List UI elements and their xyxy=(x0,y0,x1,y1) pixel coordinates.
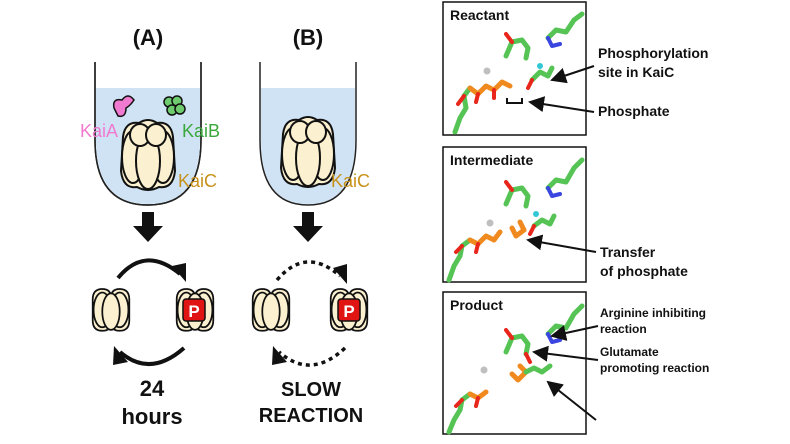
reactant-note-1-line2: site in KaiC xyxy=(598,64,674,80)
down-arrow-icon-a xyxy=(133,212,163,242)
reactant-ion-icon xyxy=(483,67,491,75)
down-arrow-icon-b xyxy=(293,212,323,242)
kaia-protein-icon xyxy=(112,95,135,118)
svg-text:P: P xyxy=(188,302,199,321)
product-title: Product xyxy=(450,297,503,313)
panel-b: (B) KaiC P SLOW REACTION xyxy=(251,25,370,427)
panel-a: (A) KaiA KaiB KaiC P 24 xyxy=(80,25,220,429)
result-label-line2: REACTION xyxy=(259,405,363,427)
product-arrow-3 xyxy=(546,380,597,421)
product-note-2-line1: Glutamate xyxy=(600,345,659,359)
product-arrow-2 xyxy=(532,345,599,362)
reactant-hydrogen-icon xyxy=(537,63,543,69)
intermediate-panel: Intermediate xyxy=(442,146,587,283)
product-arrow-1 xyxy=(550,325,599,341)
reactant-panel: Reactant xyxy=(442,1,587,136)
reactant-arrow-2 xyxy=(528,96,595,113)
reactant-molecule xyxy=(452,11,585,135)
phospho-badge-b: P xyxy=(337,298,361,322)
cycle-arrow-top-b xyxy=(275,260,342,282)
svg-text:P: P xyxy=(343,302,354,321)
kaic-protein-icon-b xyxy=(280,116,336,188)
period-label-line1: 24 xyxy=(140,376,165,401)
kaib-label: KaiB xyxy=(182,121,220,141)
product-note-1-line2: reaction xyxy=(600,322,647,336)
intermediate-molecule xyxy=(446,157,585,283)
intermediate-note-line2: of phosphate xyxy=(600,263,688,279)
kaic-unphosphorylated-icon-b xyxy=(251,288,291,332)
kaia-label: KaiA xyxy=(80,121,118,141)
cycle-arrow-top-a xyxy=(116,258,182,280)
product-panel: Product xyxy=(442,291,587,435)
reactant-title: Reactant xyxy=(450,7,509,23)
kaic-unphosphorylated-icon-a xyxy=(91,288,131,332)
result-label-line1: SLOW xyxy=(281,379,341,401)
cycle-arrow-bottom-b xyxy=(277,346,347,367)
kaic-label-b: KaiC xyxy=(331,171,370,191)
reactant-arrow-1 xyxy=(550,65,595,84)
kaib-protein-icon xyxy=(163,95,186,116)
intermediate-arrow xyxy=(526,234,597,253)
cycle-arrow-bottom-a xyxy=(118,346,186,367)
reactant-note-2: Phosphate xyxy=(598,103,670,119)
intermediate-title: Intermediate xyxy=(450,152,533,168)
period-label-line2: hours xyxy=(121,404,182,429)
product-ion-icon xyxy=(480,366,488,374)
reactant-bracket xyxy=(506,98,523,104)
product-note-2-line2: promoting reaction xyxy=(600,361,709,375)
panel-a-label: (A) xyxy=(133,25,164,50)
intermediate-hydrogen-icon xyxy=(533,211,539,217)
panel-b-label: (B) xyxy=(293,25,324,50)
kaic-label-a: KaiC xyxy=(178,171,217,191)
phospho-badge-a: P xyxy=(182,298,206,322)
product-note-1-line1: Arginine inhibiting xyxy=(600,306,706,320)
intermediate-note-line1: Transfer xyxy=(600,244,656,260)
reactant-note-1-line1: Phosphorylation xyxy=(598,45,708,61)
kaic-protein-icon-a xyxy=(120,119,176,191)
intermediate-ion-icon xyxy=(486,219,494,227)
